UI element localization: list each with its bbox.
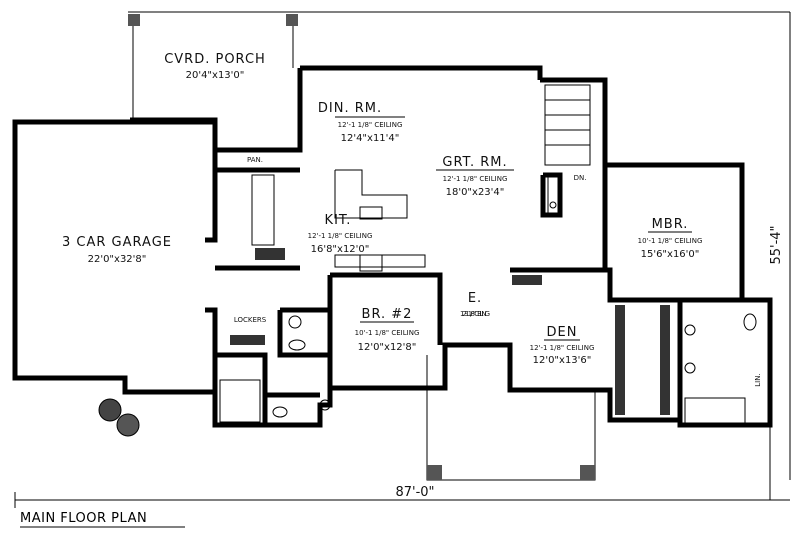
room-den: DEN 12'-1 1/8" CEILING 12'0"x13'6" [530, 325, 595, 366]
room-ceiling: 10'-1 1/8" CEILING [638, 237, 703, 245]
room-size: 16'8"x12'0" [311, 244, 370, 255]
linen-label: LIN. [754, 373, 762, 386]
room-size: 12'0"x12'8" [358, 342, 417, 353]
room-name: MBR. [652, 217, 689, 232]
room-ceiling: 12'-1 1/8" CEILING [460, 310, 490, 318]
closet-shelving [255, 248, 285, 260]
lockers-label: LOCKERS [234, 316, 267, 324]
covered-porch [128, 14, 298, 120]
room-size: 18'0"x23'4" [446, 187, 505, 198]
cooktop-icon [359, 254, 383, 272]
room-garage: 3 CAR GARAGE 22'0"x32'8" [62, 235, 172, 265]
room-entry: E. 12'-1 1/8" CEILING [460, 291, 490, 318]
room-name: GRT. RM. [442, 155, 507, 170]
shrub-icons [98, 398, 140, 437]
sink-icon [288, 315, 302, 329]
staircase: DN. [544, 84, 591, 182]
room-name: DEN [547, 325, 578, 340]
front-stoop [426, 355, 596, 481]
kitchen-fixtures [230, 169, 670, 415]
room-name: 3 CAR GARAGE [62, 235, 172, 250]
room-ceiling: 12'-1 1/8" CEILING [308, 232, 373, 240]
room-ceiling: 12'-1 1/8" CEILING [530, 344, 595, 352]
room-name: CVRD. PORCH [164, 52, 266, 67]
toilet-icon [288, 339, 306, 351]
fireplace [547, 176, 559, 214]
room-name: DIN. RM. [318, 101, 382, 116]
room-name: BR. #2 [362, 307, 413, 322]
overall-depth-dimension: 55'-4" [769, 225, 784, 264]
bath-fixtures [219, 176, 757, 424]
room-bedroom-2: BR. #2 10'-1 1/8" CEILING 12'0"x12'8" [355, 307, 420, 353]
room-size: 20'4"x13'0" [186, 70, 245, 81]
room-name: KIT. [325, 213, 352, 228]
room-kitchen: KIT. 12'-1 1/8" CEILING 16'8"x12'0" [308, 213, 373, 255]
plan-title: MAIN FLOOR PLAN [20, 511, 147, 526]
overall-width-dimension: 87'-0" [395, 485, 434, 500]
walls [12, 65, 773, 428]
room-dining: DIN. RM. 12'-1 1/8" CEILING 12'4"x11'4" [318, 101, 405, 144]
room-great-room: GRT. RM. 12'-1 1/8" CEILING 18'0"x23'4" [436, 155, 514, 198]
toilet-icon [272, 406, 288, 418]
stair-down-label: DN. [574, 174, 587, 182]
room-name: E. [468, 291, 482, 306]
room-size: 12'0"x13'6" [533, 355, 592, 366]
room-master-bedroom: MBR. 10'-1 1/8" CEILING 15'6"x16'0" [638, 217, 703, 260]
sink-icon [359, 206, 383, 220]
shower [219, 379, 261, 423]
room-ceiling: 12'-1 1/8" CEILING [338, 121, 403, 129]
toilet-icon [743, 313, 757, 331]
room-size: 12'4"x11'4" [341, 133, 400, 144]
shower [684, 397, 746, 424]
pantry-label: PAN. [247, 156, 263, 164]
room-size: 15'6"x16'0" [641, 249, 700, 260]
room-porch: CVRD. PORCH 20'4"x13'0" [164, 52, 266, 81]
room-ceiling: 10'-1 1/8" CEILING [355, 329, 420, 337]
room-ceiling: 12'-1 1/8" CEILING [443, 175, 508, 183]
room-size: 22'0"x32'8" [88, 254, 147, 265]
